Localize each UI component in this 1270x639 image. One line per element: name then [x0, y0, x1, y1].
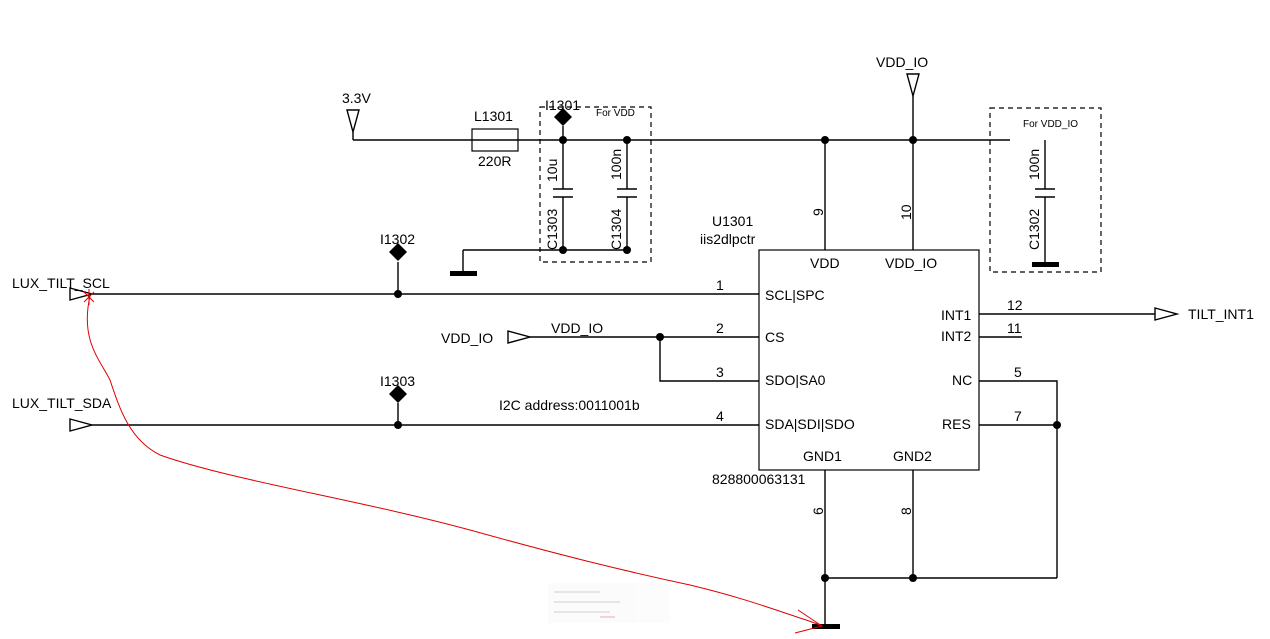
net-lux-tilt-sda: LUX_TILT_SDA 4 I1303 I2C address:0011001… [12, 373, 759, 432]
chip-body [758, 249, 980, 471]
pin-11-number: 11 [1007, 320, 1022, 336]
port-arrow-sda [69, 418, 95, 432]
pin-vdd-io-name: VDD_IO [885, 255, 937, 271]
net-lux-tilt-scl: LUX_TILT_SCL 1 I1302 [12, 231, 759, 301]
pin-sda-name: SDA|SDI|SDO [765, 416, 855, 432]
c1303-ref: C1303 [544, 209, 560, 250]
c1302-ref: C1302 [1026, 209, 1042, 250]
net-label-vdd-io-top: VDD_IO [876, 54, 928, 70]
inductor-l1301: L1301 220R [471, 108, 519, 169]
c1304-ref: C1304 [608, 209, 624, 250]
net-label-vdd-io-cs-line: VDD_IO [551, 320, 603, 336]
net-label-3v3: 3.3V [342, 90, 371, 106]
net-label-scl: LUX_TILT_SCL [12, 275, 110, 291]
pin-3-number: 3 [716, 364, 724, 380]
i2c-address-note: I2C address:0011001b [499, 397, 640, 413]
pin-int1-name: INT1 [941, 307, 972, 323]
i1302-label: I1302 [380, 231, 415, 247]
pin-6-number: 6 [810, 507, 826, 515]
net-vdd-io-cs: VDD_IO VDD_IO 2 3 [441, 320, 759, 382]
ground-symbol-1 [450, 271, 477, 276]
testpoint-i1302-diamond [389, 243, 407, 261]
chip-part-number: 828800063131 [712, 471, 806, 487]
thumbnail-artifact [548, 583, 670, 623]
port-arrow-scl [69, 287, 95, 301]
group-for-vdd-io [989, 107, 1102, 273]
pin-res-name: RES [942, 416, 971, 432]
testpoint-i1303-diamond [389, 385, 407, 403]
net-tilt-int1: TILT_INT1 12 [979, 297, 1254, 322]
ground-symbol-main [812, 624, 840, 629]
chip-u1301: U1301 iis2dlpctr VDD VDD_IO SCL|SPC CS S… [700, 213, 980, 487]
pin-vdd-name: VDD [810, 255, 840, 271]
c1303-value: 10u [544, 159, 560, 182]
capacitor-c1303: 10u C1303 [544, 140, 573, 250]
pin-9-number: 9 [810, 208, 826, 216]
l1301-ref: L1301 [474, 108, 513, 124]
capacitor-c1304: 100n C1304 [608, 140, 637, 250]
power-arrow-3v3 [346, 109, 360, 135]
pin-7-number: 7 [1014, 408, 1022, 424]
port-arrow-tilt-int1 [1154, 307, 1180, 321]
i1301-label: I1301 [545, 97, 580, 113]
testpoint-i1301: I1301 [545, 97, 580, 140]
pin-2-number: 2 [716, 320, 724, 336]
group-for-vdd [539, 106, 652, 263]
chip-ref: U1301 [712, 213, 753, 229]
net-label-tilt-int1: TILT_INT1 [1188, 306, 1254, 322]
pin-12-number: 12 [1007, 297, 1023, 313]
pin-4-number: 4 [716, 408, 724, 424]
c1302-value: 100n [1026, 149, 1042, 180]
red-annotation-arrow [83, 289, 824, 634]
pin-int2-name: INT2 [941, 328, 972, 344]
group-for-vdd-io-label: For VDD_IO [1023, 119, 1078, 130]
pin-1-number: 1 [716, 277, 724, 293]
pin-10-number: 10 [898, 204, 914, 220]
net-label-vdd-io-cs: VDD_IO [441, 330, 493, 346]
pin-sdo-name: SDO|SA0 [765, 372, 826, 388]
wire-pin-5 [979, 380, 1058, 578]
power-arrow-vdd-io [906, 73, 920, 99]
group-for-vdd-label: For VDD [596, 108, 635, 119]
pin-nc-name: NC [952, 372, 972, 388]
pin-8-number: 8 [898, 507, 914, 515]
i1303-label: I1303 [380, 373, 415, 389]
chip-part: iis2dlpctr [700, 231, 756, 247]
capacitor-c1302: 100n C1302 [1026, 140, 1059, 267]
pin-gnd1-name: GND1 [803, 448, 842, 464]
testpoint-i1301-diamond [554, 108, 572, 126]
c1304-value: 100n [608, 149, 624, 180]
pin-scl-name: SCL|SPC [765, 287, 825, 303]
power-vdd-io-top: VDD_IO [876, 54, 928, 140]
ground-symbol-c1302 [1032, 262, 1059, 267]
pin-gnd2-name: GND2 [893, 448, 932, 464]
power-3v3: 3.3V [342, 90, 371, 140]
pin-cs-name: CS [765, 329, 784, 345]
net-label-sda: LUX_TILT_SDA [12, 395, 112, 411]
port-arrow-vdd-io-cs [507, 330, 533, 344]
pin-5-number: 5 [1014, 364, 1022, 380]
l1301-value: 220R [478, 153, 511, 169]
